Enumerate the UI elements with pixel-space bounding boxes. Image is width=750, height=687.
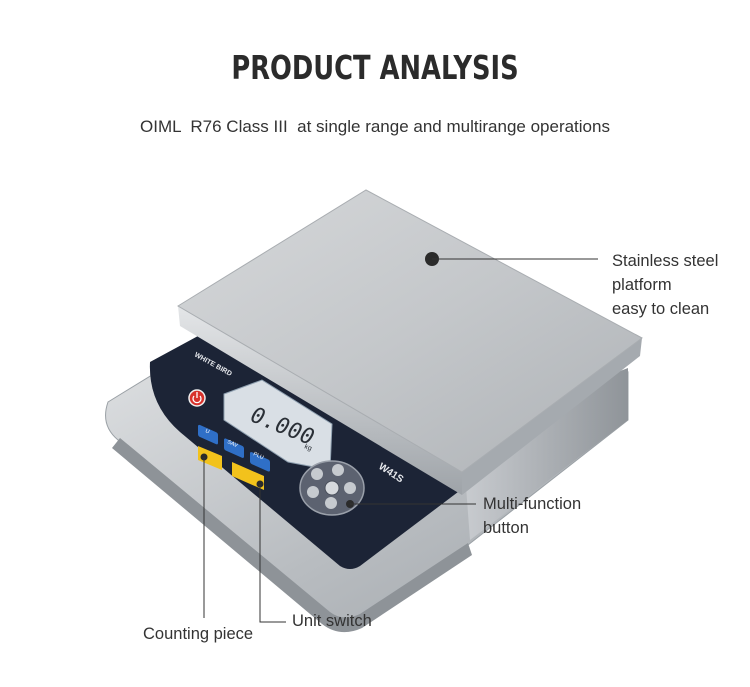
- key-sav: [224, 438, 244, 458]
- callout-platform-line-1: Stainless steel: [612, 252, 719, 270]
- unit-switch-key: [232, 462, 264, 490]
- callout-multifunction-line-1: Multi-function: [483, 495, 582, 513]
- callout-platform: Stainless steel platform easy to clean: [612, 249, 718, 321]
- key-label-sav: SAV: [226, 439, 238, 449]
- platform-right-edge: [462, 338, 642, 495]
- stainless-steel-platform: [177, 189, 643, 473]
- callout-platform-line-3: easy to clean: [612, 300, 710, 318]
- callout-counting-text: Counting piece: [143, 625, 254, 643]
- counting-piece-key: [198, 446, 222, 470]
- key-u: [198, 424, 218, 445]
- key-label-plu: PLU: [252, 451, 264, 461]
- page-title: PRODUCT ANALYSIS: [231, 48, 519, 87]
- callout-multifunction: Multi-function button: [483, 492, 581, 540]
- unit-callout-line: [259, 484, 286, 623]
- scale-bottom-lip: [112, 438, 472, 633]
- key-plu: [250, 452, 270, 472]
- page-subtitle: OIML R76 Class III at single range and m…: [140, 117, 610, 136]
- key-label-u: U: [204, 428, 210, 435]
- platform-front-edge: [178, 306, 462, 495]
- power-icon: [192, 392, 202, 404]
- callout-unit-text: Unit switch: [292, 612, 372, 630]
- display-unit: kg: [303, 443, 313, 452]
- callout-multifunction-line-2: button: [483, 519, 529, 537]
- scale-side: [462, 368, 628, 540]
- callout-counting-piece: Counting piece: [143, 622, 253, 646]
- callout-unit-switch: Unit switch: [292, 609, 372, 633]
- callout-platform-line-2: platform: [612, 276, 672, 294]
